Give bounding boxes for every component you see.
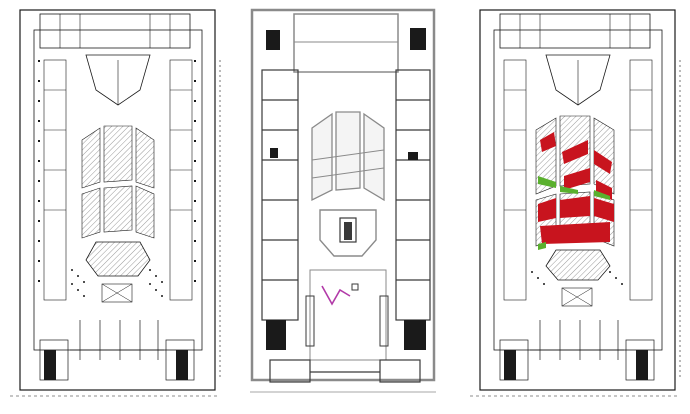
floor-plan-right [460, 0, 690, 414]
floor-plan-middle-drawing [250, 8, 436, 393]
floor-plan-left [0, 0, 230, 414]
green-highlight-zones [538, 176, 610, 250]
red-highlight-zones [538, 132, 614, 244]
floor-plan-left-drawing [10, 9, 221, 397]
floor-plan-middle [240, 0, 445, 414]
magenta-annotation-path [321, 285, 351, 306]
floor-plan-right-drawing [470, 9, 681, 397]
